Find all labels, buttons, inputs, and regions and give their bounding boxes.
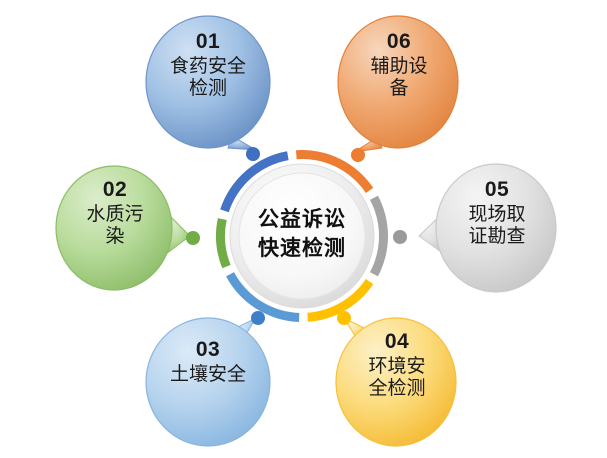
- segment-orange[interactable]: [296, 150, 374, 193]
- bubble-body-01[interactable]: [145, 15, 271, 149]
- bubble-05-on-site-evidence-survey[interactable]: [418, 163, 557, 293]
- center-hub[interactable]: [229, 163, 375, 309]
- segment-gray[interactable]: [369, 195, 389, 277]
- connector-dots: [186, 147, 407, 325]
- connector-dot-06: [351, 148, 365, 162]
- bubble-03-soil-safety[interactable]: [145, 316, 271, 447]
- bubble-04-environmental-safety-detection[interactable]: [335, 316, 457, 447]
- bubble-body-04[interactable]: [335, 317, 457, 447]
- segment-lightblue[interactable]: [226, 272, 300, 322]
- connector-dot-03: [251, 311, 265, 325]
- segment-yellow[interactable]: [307, 279, 374, 322]
- connector-dot-02: [186, 231, 200, 245]
- bubble-body-05[interactable]: [435, 163, 557, 293]
- bubble-body-06[interactable]: [337, 15, 459, 149]
- segment-green[interactable]: [216, 218, 231, 269]
- bubble-body-02[interactable]: [55, 165, 173, 291]
- segmented-ring: [216, 150, 389, 322]
- connector-dot-04: [337, 311, 351, 325]
- connector-dot-01: [246, 147, 260, 161]
- bubble-06-auxiliary-equipment[interactable]: [337, 15, 459, 153]
- connector-dot-05: [393, 230, 407, 244]
- bubble-02-water-pollution[interactable]: [55, 165, 191, 291]
- bubble-group: [55, 15, 557, 447]
- bubble-01-food-drug-safety[interactable]: [145, 15, 271, 151]
- bubble-body-03[interactable]: [145, 317, 271, 447]
- segment-blue-top[interactable]: [220, 151, 289, 213]
